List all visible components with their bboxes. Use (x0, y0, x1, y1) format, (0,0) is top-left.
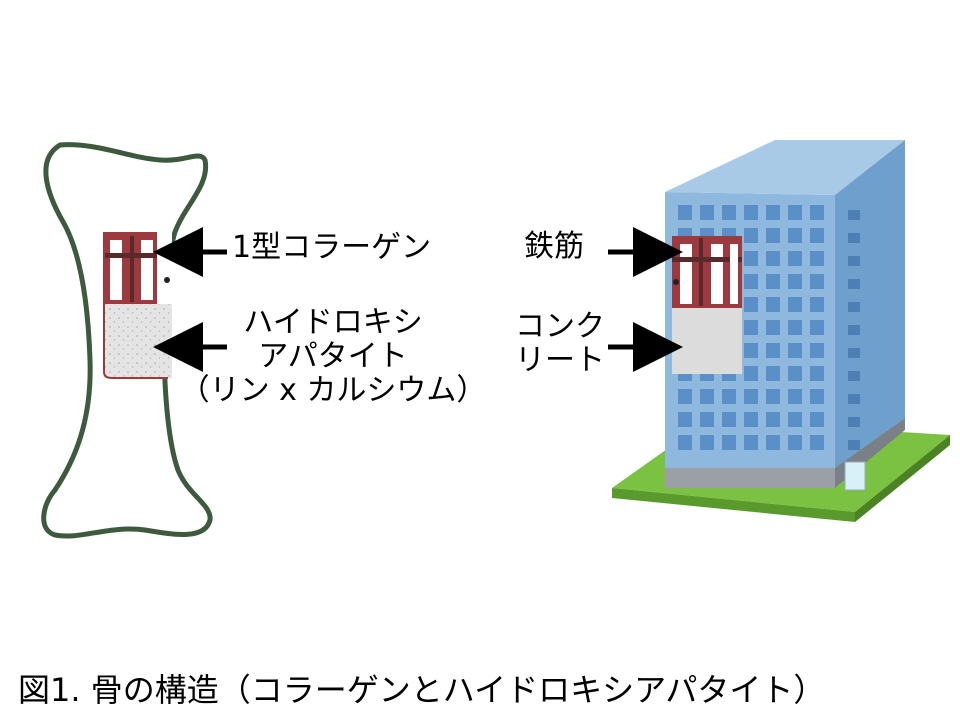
window (722, 435, 736, 450)
concrete-label-line: コンク (515, 309, 605, 344)
side-window (848, 233, 860, 243)
bone-collagen-inset (104, 232, 172, 304)
window (788, 320, 802, 335)
window (722, 389, 736, 404)
window (810, 205, 824, 220)
window (788, 366, 802, 381)
window (700, 205, 714, 220)
window (744, 251, 758, 266)
side-window (848, 302, 860, 312)
side-window (848, 371, 860, 381)
hydroxyapatite-label-line: アパタイト (258, 339, 408, 374)
window (810, 389, 824, 404)
window (744, 412, 758, 427)
window (744, 228, 758, 243)
rebar-label: 鉄筋 (524, 229, 584, 264)
window (766, 297, 780, 312)
window (788, 228, 802, 243)
window (810, 320, 824, 335)
side-window (848, 210, 860, 220)
side-window (848, 440, 860, 450)
window (700, 435, 714, 450)
window (744, 274, 758, 289)
hydroxyapatite-label-line: ハイドロキシ (243, 305, 423, 340)
window (766, 228, 780, 243)
window (678, 435, 692, 450)
window (788, 205, 802, 220)
window (744, 343, 758, 358)
window (788, 251, 802, 266)
window (744, 389, 758, 404)
side-window (848, 394, 860, 404)
building-base (665, 468, 835, 488)
window (810, 297, 824, 312)
collagen-label: 1型コラーゲン (232, 230, 432, 265)
building-rebar-inset (672, 236, 742, 308)
window (788, 412, 802, 427)
window (744, 435, 758, 450)
window (788, 297, 802, 312)
window (766, 320, 780, 335)
window (744, 205, 758, 220)
window (810, 412, 824, 427)
window (810, 435, 824, 450)
window (810, 274, 824, 289)
window (678, 412, 692, 427)
window (788, 389, 802, 404)
window (810, 251, 824, 266)
window (766, 435, 780, 450)
window (810, 343, 824, 358)
side-window (848, 325, 860, 335)
window (810, 228, 824, 243)
bone-inset-border (103, 232, 168, 379)
grass-side (855, 435, 950, 522)
building-roof (665, 140, 905, 195)
window (722, 205, 736, 220)
building-entrance (844, 461, 866, 491)
window (788, 343, 802, 358)
hydroxyapatite-label-line: （リン x カルシウム） (179, 373, 487, 408)
window (788, 435, 802, 450)
window (766, 389, 780, 404)
building-side-windows (848, 210, 860, 450)
window (766, 366, 780, 381)
figure-caption: 図1. 骨の構造（コラーゲンとハイドロキシアパタイト） (18, 671, 826, 709)
window (678, 389, 692, 404)
window (766, 343, 780, 358)
grass-front (612, 488, 855, 522)
window (788, 274, 802, 289)
building-concrete-inset (672, 308, 742, 374)
window (744, 320, 758, 335)
building-side (835, 140, 905, 468)
concrete-label-line: リート (515, 343, 605, 378)
side-window (848, 256, 860, 266)
bone-hydroxyapatite-inset (104, 304, 172, 378)
concrete-label: コンク リート (508, 310, 612, 378)
side-window (848, 417, 860, 427)
window (744, 366, 758, 381)
side-window (848, 348, 860, 358)
window (700, 412, 714, 427)
window (766, 412, 780, 427)
window (700, 389, 714, 404)
window (810, 366, 824, 381)
window (722, 412, 736, 427)
window (744, 297, 758, 312)
side-window (848, 279, 860, 289)
window (766, 274, 780, 289)
hydroxyapatite-label: ハイドロキシ アパタイト （リン x カルシウム） (178, 306, 488, 408)
window (678, 205, 692, 220)
window (766, 205, 780, 220)
window (766, 251, 780, 266)
